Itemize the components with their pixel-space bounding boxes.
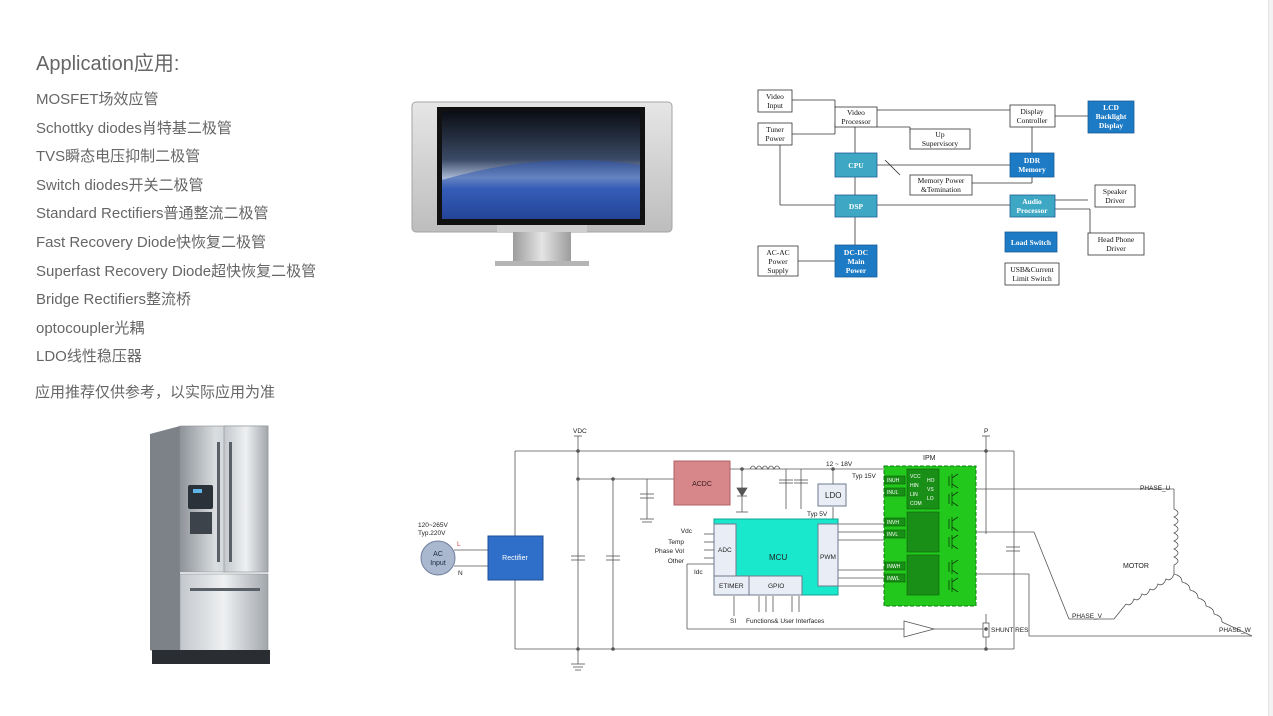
ipm-input-label: INWH — [887, 564, 901, 570]
tv-diagram-label: Processor — [1016, 206, 1048, 215]
tv-diagram-label: &Temination — [921, 185, 961, 194]
tv-diagram-label: DSP — [849, 202, 864, 211]
application-list: MOSFET场效应管 Schottky diodes肖特基二极管 TVS瞬态电压… — [36, 86, 396, 372]
pwm-label: PWM — [820, 554, 836, 561]
ac-input-label: AC — [433, 551, 443, 558]
tv-diagram-label: Driver — [1106, 244, 1126, 253]
application-item: Standard Rectifiers普通整流二极管 — [36, 205, 269, 223]
tv-diagram-label: Speaker — [1103, 187, 1128, 196]
rectifier-label: Rectifier — [502, 555, 528, 562]
gate-pin-label: COM — [910, 501, 922, 507]
tv-diagram-label: Load Switch — [1011, 238, 1052, 247]
schematic-label: Typ 5V — [807, 511, 828, 518]
tv-diagram-label: CPU — [848, 161, 864, 170]
tv-diagram-label: Video — [847, 108, 865, 117]
tv-image — [405, 95, 680, 275]
gate-pin-label: VCC — [910, 474, 921, 480]
schematic-input-label: Phase Vol — [655, 548, 685, 555]
etimer-label: ETIMER — [719, 583, 744, 590]
tv-diagram-label: Memory Power — [918, 176, 965, 185]
gate-pin-label: HO — [927, 478, 935, 484]
tv-diagram-label: Supervisory — [922, 139, 958, 148]
gate-pin-label: HIN — [910, 483, 919, 489]
tv-diagram-label: DDR — [1024, 156, 1041, 165]
schematic-label: Idc — [694, 569, 703, 576]
application-item: Schottky diodes肖特基二极管 — [36, 119, 232, 137]
tv-diagram-label: Power — [765, 134, 785, 143]
application-title: Application应用: — [36, 53, 180, 75]
tv-diagram-label: Up — [935, 130, 944, 139]
motor-label: MOTOR — [1123, 563, 1149, 570]
schematic-label: VDC — [573, 428, 587, 435]
tv-diagram-label: Input — [767, 101, 784, 110]
tv-diagram-label: Memory — [1018, 165, 1046, 174]
application-note: 应用推荐仅供参考，以实际应用为准 — [35, 384, 276, 401]
tv-diagram-label: Supply — [767, 266, 789, 275]
motor-drive-schematic: VDC P 120~265V Typ.220V N 12 ~ 18V Typ 1… — [414, 424, 1259, 674]
ipm-input-label: INVH — [887, 520, 899, 526]
tv-diagram-label: Head Phone — [1098, 235, 1135, 244]
adc-label: ADC — [718, 547, 732, 554]
gate-pin-label: LO — [927, 496, 934, 502]
schematic-input-label: Vdc — [681, 528, 693, 535]
ipm-label: IPM — [923, 455, 936, 462]
phase-u-label: PHASE_U — [1140, 485, 1171, 492]
tv-diagram-label: Display — [1020, 107, 1044, 116]
schematic-label: Typ.220V — [418, 530, 446, 537]
acdc-label: ACDC — [692, 481, 712, 488]
tv-diagram-label: Audio — [1022, 197, 1042, 206]
tv-diagram-label: Display — [1099, 121, 1123, 130]
tv-diagram-label: AC-AC — [766, 248, 789, 257]
application-item: Fast Recovery Diode快恢复二极管 — [36, 233, 267, 251]
schematic-label: Typ 15V — [852, 473, 877, 480]
tv-diagram-label: LCD — [1103, 103, 1119, 112]
tv-diagram-label: Main — [847, 257, 865, 266]
schematic-label: L — [457, 541, 461, 548]
tv-diagram-label: Backlight — [1096, 112, 1127, 121]
tv-diagram-label: USB&Current — [1010, 265, 1054, 274]
schematic-label: 120~265V — [418, 522, 448, 529]
gpio-label: GPIO — [768, 583, 784, 590]
ldo-label: LDO — [825, 491, 841, 500]
tv-diagram-label: Video — [766, 92, 784, 101]
schematic-label: SI — [730, 618, 736, 625]
phase-w-label: PHASE_W — [1219, 627, 1252, 634]
gate-pin-label: VS — [927, 487, 934, 493]
ipm-input-label: INUL — [887, 490, 899, 496]
tv-diagram-label: Power — [768, 257, 788, 266]
schematic-label: N — [458, 570, 463, 577]
application-item: TVS瞬态电压抑制二极管 — [36, 148, 201, 166]
application-item: Superfast Recovery Diode超快恢复二极管 — [36, 262, 317, 280]
tv-diagram-label: Power — [846, 266, 867, 275]
refrigerator-image — [140, 422, 300, 672]
schematic-input-label: Other — [668, 558, 685, 565]
gate-pin-label: LIN — [910, 492, 918, 498]
application-item: Bridge Rectifiers整流桥 — [36, 291, 192, 309]
application-item: LDO线性稳压器 — [36, 348, 142, 366]
ipm-input-label: INUH — [887, 478, 900, 484]
tv-diagram-label: Tuner — [766, 125, 784, 134]
scrollbar-track[interactable] — [1268, 0, 1273, 716]
shunt-label: SHUNT RES — [991, 627, 1029, 634]
application-section: Application应用: MOSFET场效应管 Schottky diode… — [36, 50, 396, 372]
tv-block-diagram: Video Input Video Processor Display Cont… — [750, 85, 1150, 290]
mcu-label: MCU — [769, 553, 787, 562]
application-item: optocoupler光耦 — [36, 319, 145, 337]
application-item: Switch diodes开关二极管 — [36, 176, 204, 194]
schematic-label: Functions& User Interfaces — [746, 618, 825, 625]
schematic-label: P — [984, 428, 988, 435]
ac-input-label: Input — [430, 560, 446, 567]
phase-v-label: PHASE_V — [1072, 613, 1103, 620]
ipm-input-label: INVL — [887, 532, 898, 538]
tv-diagram-label: Controller — [1017, 116, 1048, 125]
schematic-input-label: Temp — [668, 539, 684, 546]
tv-diagram-label: Processor — [841, 117, 871, 126]
ipm-input-label: INWL — [887, 576, 900, 582]
tv-diagram-label: DC-DC — [844, 248, 868, 257]
tv-diagram-label: Limit Switch — [1012, 274, 1052, 283]
schematic-label: 12 ~ 18V — [826, 461, 853, 468]
application-item: MOSFET场效应管 — [36, 91, 159, 108]
tv-diagram-label: Driver — [1105, 196, 1125, 205]
